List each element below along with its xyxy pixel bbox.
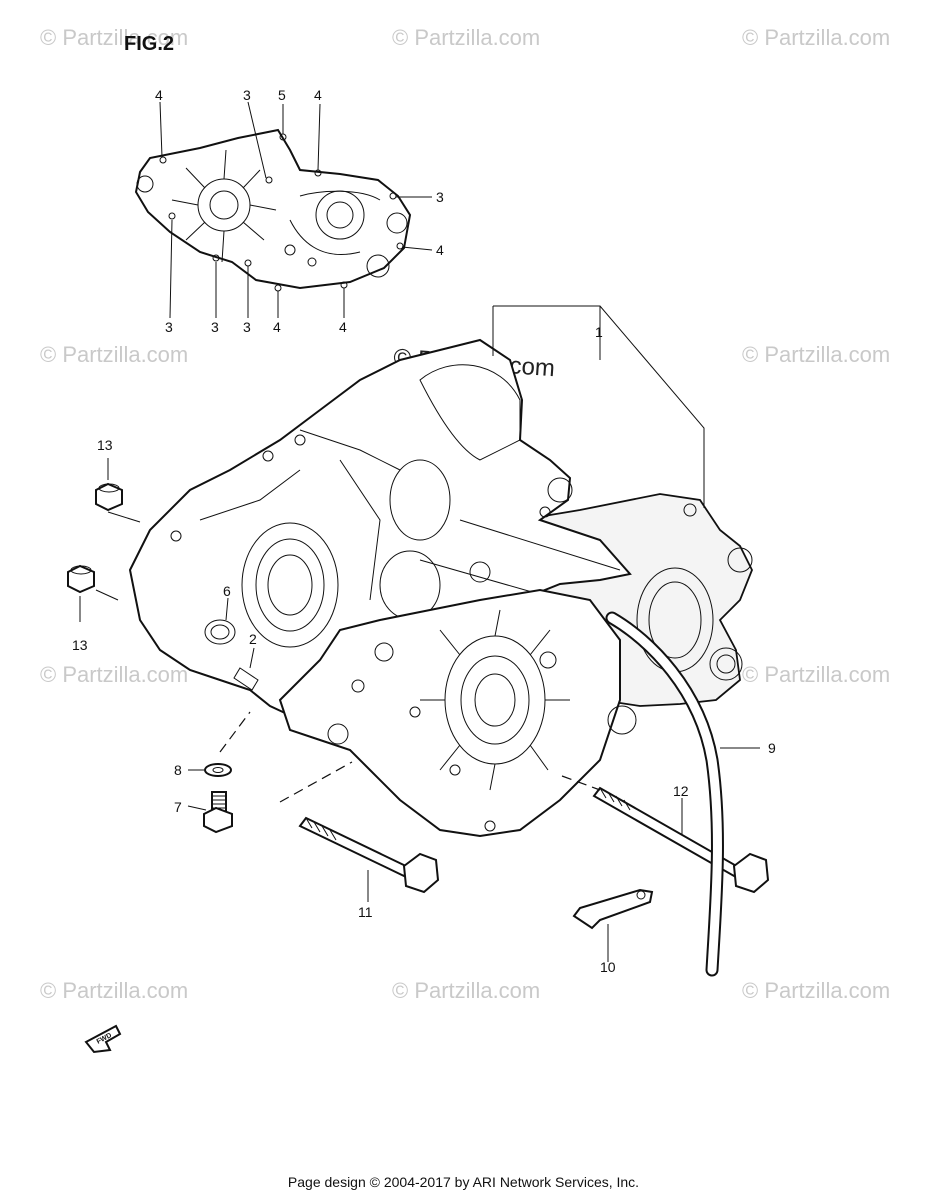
watermark: © Partzilla.com [40,978,188,1003]
watermark: © Partzilla.com [40,662,188,687]
callout-label: 2 [249,631,257,647]
callout-label: 1 [595,324,603,340]
callout-label: 6 [223,583,231,599]
watermark: © Partzilla.com [392,25,540,50]
callout-label: 13 [97,437,113,453]
callout-label: 4 [339,319,347,335]
callout-label: 3 [243,87,251,103]
callout-label: 4 [436,242,444,258]
figure-title: FIG.2 [124,33,174,55]
callout-label: 4 [273,319,281,335]
callout-label: 10 [600,959,616,975]
callout-label: 5 [278,87,286,103]
callout-label: 3 [165,319,173,335]
crankcase-drawing: FWD [67,305,770,1054]
callout-label: 8 [174,762,182,778]
watermark: © Partzilla.com [392,978,540,1003]
watermark: © Partzilla.com [40,25,188,50]
watermark: © Partzilla.com [742,25,890,50]
callout-label: 13 [72,637,88,653]
watermark: © Partzilla.com [742,662,890,687]
page-footer: Page design © 2004-2017 by ARI Network S… [287,1174,640,1190]
callout-label: 12 [673,783,689,799]
watermark-group: © Partzilla.com © Partzilla.com © Partzi… [40,25,890,1003]
watermark: © Partzilla.com [742,342,890,367]
callout-label: 3 [436,189,444,205]
callout-label: 11 [358,904,373,920]
callout-label: 3 [243,319,251,335]
callout-label: 7 [174,799,182,815]
gasket-drawing [134,101,433,319]
callout-label: 3 [211,319,219,335]
callout-label: 4 [155,87,163,103]
watermark: © Partzilla.com [40,342,188,367]
watermark: © Partzilla.com [742,978,890,1003]
callout-label: 9 [768,740,776,756]
callout-label: 4 [314,87,322,103]
